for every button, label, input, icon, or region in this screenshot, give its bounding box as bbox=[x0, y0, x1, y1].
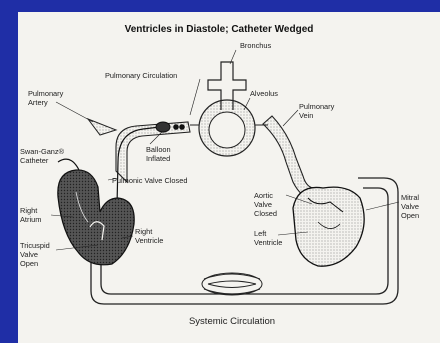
pulmonary-vein bbox=[263, 116, 318, 199]
label-bronchus: Bronchus bbox=[240, 41, 272, 50]
label-tricuspid-3: Open bbox=[20, 259, 38, 268]
label-pulmonary-artery-1: Pulmonary bbox=[28, 89, 64, 98]
label-left-ventricle-2: Ventricle bbox=[254, 238, 282, 247]
label-mitral-valve-2: Valve bbox=[401, 202, 419, 211]
label-tricuspid-2: Valve bbox=[20, 250, 38, 259]
left-heart bbox=[293, 187, 364, 266]
label-alveolus: Alveolus bbox=[250, 89, 278, 98]
label-right-atrium-1: Right bbox=[20, 206, 37, 215]
alveolus bbox=[190, 100, 268, 156]
circulation-diagram: Ventricles in Diastole; Catheter Wedged bbox=[18, 12, 440, 343]
label-pulmonic-valve-closed: Pulmonic Valve Closed bbox=[112, 176, 187, 185]
label-right-atrium-2: Atrium bbox=[20, 215, 41, 224]
label-pulmonary-vein-1: Pulmonary bbox=[299, 102, 335, 111]
diagram-title: Ventricles in Diastole; Catheter Wedged bbox=[125, 24, 314, 35]
label-mitral-valve-1: Mitral bbox=[401, 193, 419, 202]
label-balloon-inflated-1: Balloon bbox=[146, 145, 171, 154]
label-right-ventricle-2: Ventricle bbox=[135, 236, 163, 245]
label-balloon-inflated-2: Inflated bbox=[146, 154, 170, 163]
label-aortic-valve-2: Valve bbox=[254, 200, 272, 209]
label-swan-ganz-1: Swan-Ganz® bbox=[20, 147, 65, 156]
label-pulmonary-vein-2: Vein bbox=[299, 111, 313, 120]
label-pulmonary-circulation: Pulmonary Circulation bbox=[105, 71, 177, 80]
diagram-page: Ventricles in Diastole; Catheter Wedged bbox=[18, 12, 440, 343]
label-tricuspid-1: Tricuspid bbox=[20, 241, 50, 250]
label-pulmonary-artery-2: Artery bbox=[28, 98, 48, 107]
label-left-ventricle-1: Left bbox=[254, 229, 266, 238]
systemic-capillaries bbox=[202, 273, 262, 295]
label-right-ventricle-1: Right bbox=[135, 227, 152, 236]
label-aortic-valve-3: Closed bbox=[254, 209, 277, 218]
label-aortic-valve-1: Aortic bbox=[254, 191, 273, 200]
systemic-circulation-caption: Systemic Circulation bbox=[189, 316, 275, 327]
label-mitral-valve-3: Open bbox=[401, 211, 419, 220]
label-swan-ganz-2: Catheter bbox=[20, 156, 49, 165]
